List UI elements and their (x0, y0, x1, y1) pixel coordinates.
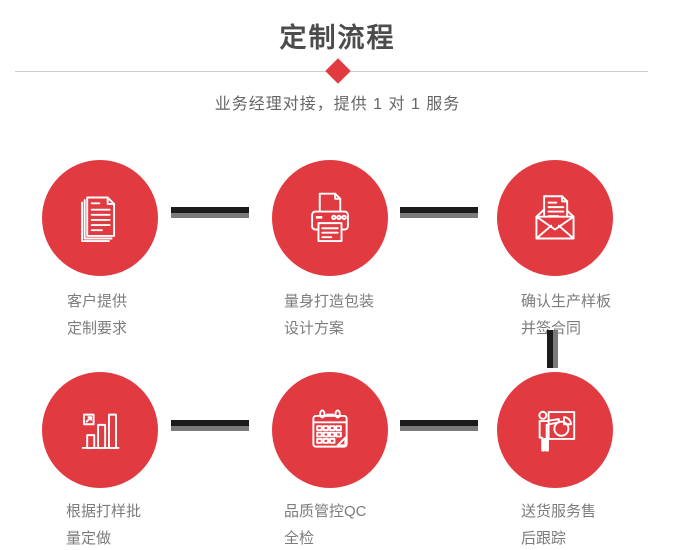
step-label-line1: 客户提供 (67, 293, 128, 310)
step-label: 量身打造包装 设计方案 (284, 288, 374, 342)
step-label-line2: 并签合同 (521, 320, 582, 337)
connector-bar-gray (400, 213, 478, 218)
step-circle (497, 372, 613, 488)
step-label-line2: 设计方案 (284, 320, 345, 337)
step-label-line2: 量定做 (66, 530, 112, 547)
connector-horizontal (400, 207, 478, 218)
step-label: 确认生产样板 并签合同 (521, 288, 611, 342)
step-label-line1: 品质管控QC (284, 503, 367, 520)
connector-bar-dark (400, 207, 478, 213)
step-circle (272, 372, 388, 488)
connector-bar-gray (171, 426, 249, 431)
connector-bar-gray (171, 213, 249, 218)
connector-bar-gray (553, 330, 558, 368)
step-label-line1: 根据打样批 (66, 503, 142, 520)
step-circle (272, 160, 388, 276)
step-label-line1: 确认生产样板 (521, 293, 612, 310)
documents-icon (81, 196, 116, 242)
calendar-icon (312, 409, 348, 448)
printer-icon (311, 192, 349, 242)
subtitle: 业务经理对接，提供 1 对 1 服务 (214, 96, 461, 113)
envelope-icon (535, 195, 575, 240)
step-label: 品质管控QC 全检 (284, 498, 367, 550)
step-circle (42, 372, 158, 488)
diamond-icon (325, 58, 351, 84)
connector-bar-gray (400, 426, 478, 431)
page-title: 定制流程 (279, 23, 396, 53)
bar-chart-icon (81, 413, 120, 449)
connector-horizontal (171, 207, 249, 218)
step-circle (497, 160, 613, 276)
presentation-icon (538, 410, 576, 452)
connector-horizontal (400, 420, 478, 431)
step-label-line2: 全检 (284, 530, 315, 547)
step-label-line2: 后跟踪 (521, 530, 567, 547)
step-label-line2: 定制要求 (67, 320, 128, 337)
connector-vertical (547, 330, 558, 368)
step-label-line1: 量身打造包装 (284, 293, 375, 310)
connector-bar-dark (171, 207, 249, 213)
connector-bar-dark (547, 330, 553, 368)
connector-bar-dark (400, 420, 478, 426)
step-label: 客户提供 定制要求 (67, 288, 127, 342)
step-label-line1: 送货服务售 (521, 503, 597, 520)
step-label: 送货服务售 后跟踪 (521, 498, 596, 550)
step-circle (42, 160, 158, 276)
connector-horizontal (171, 420, 249, 431)
connector-bar-dark (171, 420, 249, 426)
step-label: 根据打样批 量定做 (66, 498, 141, 550)
